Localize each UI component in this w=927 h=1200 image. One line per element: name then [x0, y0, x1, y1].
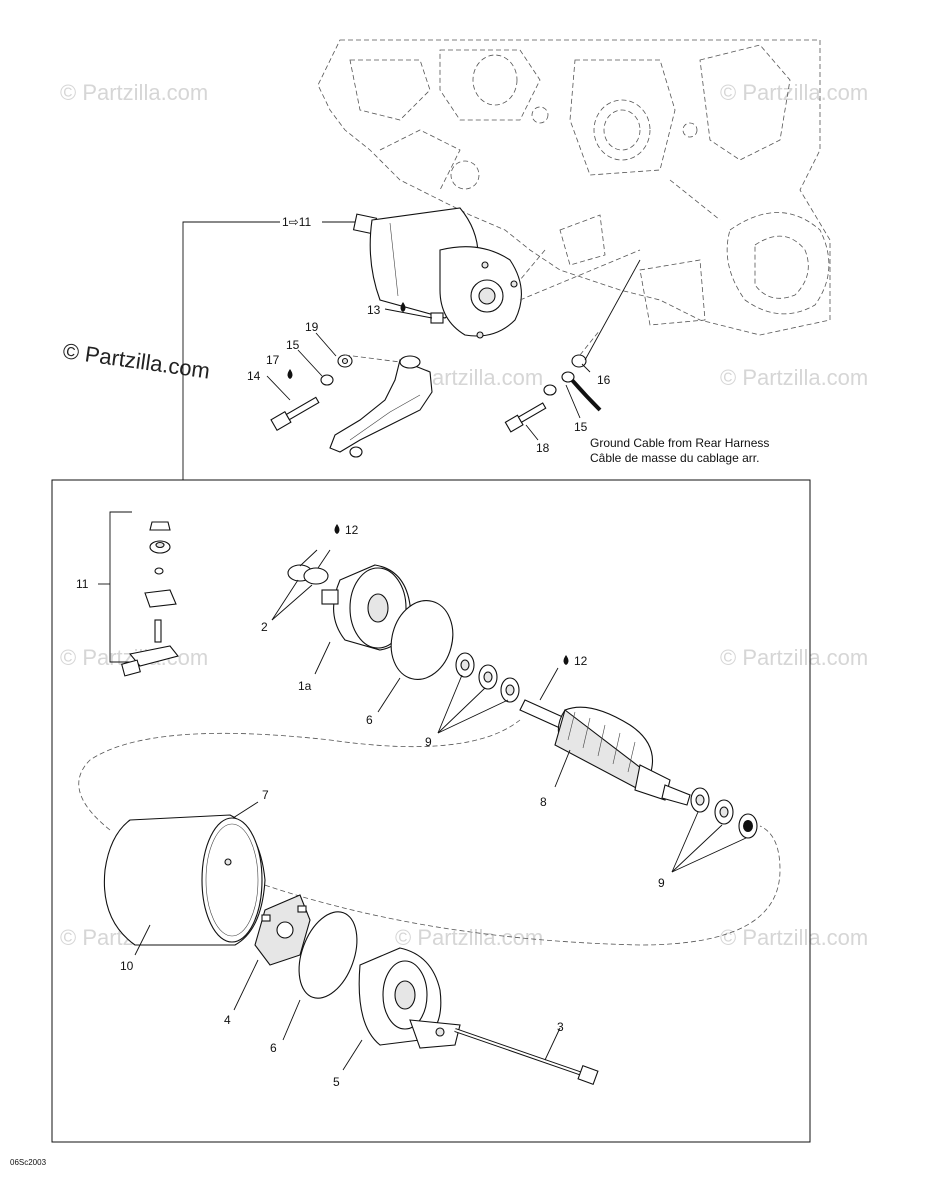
- lubricant-drop-icon: [287, 302, 569, 665]
- leader-1to11: [182, 221, 280, 480]
- bolt-14: [270, 396, 320, 431]
- washer-15: [320, 374, 334, 386]
- callout-19: 19: [305, 320, 319, 334]
- o-rings-2: [287, 564, 329, 585]
- callout-5: 5: [333, 1075, 340, 1089]
- callout-7: 7: [262, 788, 269, 802]
- front-cover-1a: [321, 564, 411, 651]
- callout-13: 13: [367, 303, 381, 317]
- callout-1a: 1a: [298, 679, 312, 693]
- callout-12: 12: [345, 523, 359, 537]
- callout-labels: 1⇨11 13 19 15 17 14 16 15 18 Ground Cabl…: [76, 215, 769, 1089]
- thrust-washers-9: [455, 652, 758, 839]
- watermark-main: © Partzilla.com: [61, 338, 211, 383]
- callout-15b: 15: [574, 420, 588, 434]
- callout-9: 9: [425, 735, 432, 749]
- callout-14: 14: [247, 369, 261, 383]
- brush-holder-4: [254, 894, 311, 966]
- callout-9b: 9: [658, 876, 665, 890]
- callout-15: 15: [286, 338, 300, 352]
- watermark: © Partzilla.com: [720, 925, 868, 950]
- rear-cover-5: [358, 947, 461, 1049]
- seal-ring-6: [390, 600, 454, 680]
- watermark: © Partzilla.com: [720, 645, 868, 670]
- yoke-housing-10: [103, 814, 266, 946]
- exploded-view-frame: [51, 479, 811, 1143]
- assembly-path: [78, 719, 521, 831]
- callout-6: 6: [366, 713, 373, 727]
- ground-cable-caption: Ground Cable from Rear Harness: [590, 436, 769, 450]
- seal-ring-6b: [298, 911, 358, 999]
- watermark: © Partzilla.com: [720, 80, 868, 105]
- bolt-18: [504, 402, 547, 433]
- callout-1to11: 1⇨11: [282, 215, 312, 229]
- callout-2: 2: [261, 620, 268, 634]
- callout-12b: 12: [574, 654, 588, 668]
- callout-17: 17: [266, 353, 280, 367]
- through-bolt-3: [454, 1028, 599, 1086]
- engine-block: [317, 39, 831, 336]
- callout-11: 11: [76, 577, 89, 591]
- ground-cable-caption-fr: Câble de masse du cablage arr.: [590, 451, 759, 465]
- callout-3: 3: [557, 1020, 564, 1034]
- callout-4: 4: [224, 1013, 231, 1027]
- top-fasteners: [270, 249, 641, 433]
- leader-lines: [134, 308, 747, 1071]
- callout-18: 18: [536, 441, 550, 455]
- callout-10: 10: [120, 959, 134, 973]
- mounting-bracket: [329, 355, 433, 458]
- watermark: © Partzilla.com: [395, 925, 543, 950]
- watermark: © Partzilla.com: [720, 365, 868, 390]
- brush-kit-11: [98, 511, 179, 677]
- starter-assembly: [352, 207, 522, 339]
- armature-8: [519, 699, 691, 806]
- watermark: © Partzilla.com: [60, 80, 208, 105]
- figure-code: 06Sc2003: [10, 1158, 47, 1167]
- callout-16: 16: [597, 373, 611, 387]
- callout-8: 8: [540, 795, 547, 809]
- callout-6b: 6: [270, 1041, 277, 1055]
